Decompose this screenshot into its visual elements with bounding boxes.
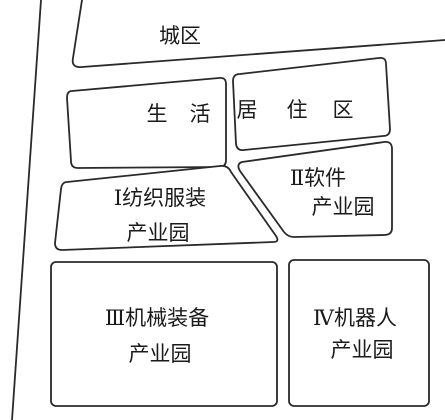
left-boundary-line [11, 0, 42, 420]
machinery-park-label-line1: Ⅲ机械装备 [105, 306, 209, 330]
textile-park-label-line1: Ⅰ纺织服装 [114, 186, 206, 210]
machinery-park-block [50, 261, 278, 407]
robotics-park-label-line2: 产业园 [331, 338, 394, 362]
machinery-park-label-line2: 产业园 [129, 342, 192, 366]
robotics-park-block [288, 259, 430, 407]
city-district-label: 城区 [159, 24, 201, 48]
textile-park-label-line2: 产业园 [127, 221, 190, 245]
residential-zone-label-char-3: 居 [237, 98, 258, 122]
residential-zone-label-char-5: 区 [333, 98, 354, 122]
residential-zone-right-block [232, 56, 391, 152]
textile-park-block [54, 164, 279, 251]
residential-zone-label-char-2: 活 [190, 102, 211, 126]
robotics-park-label-line1: Ⅳ机器人 [313, 306, 397, 330]
residential-zone-label-char-1: 生 [147, 102, 168, 126]
software-park-label-line2: 产业园 [312, 195, 375, 219]
software-park-label-line1: Ⅱ软件 [290, 166, 346, 190]
software-park-block [237, 140, 393, 238]
residential-zone-label-char-4: 住 [287, 98, 308, 122]
city-district-boundary [71, 0, 445, 68]
